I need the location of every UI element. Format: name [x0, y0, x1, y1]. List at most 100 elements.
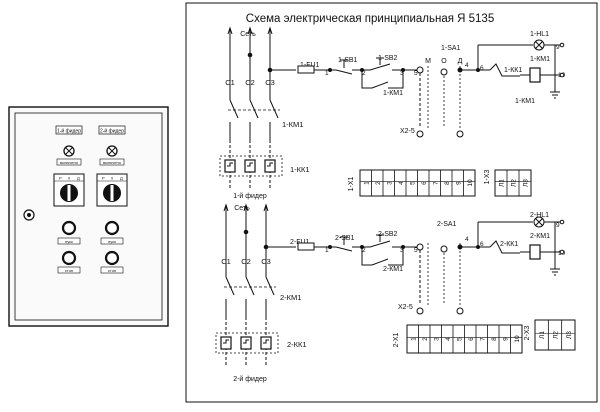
f1-coil-label-2: 1-КМ1	[515, 98, 535, 105]
f1-kk1-contact-label: 1-КК1	[504, 67, 522, 74]
f1-x3-label: 1-Х3	[484, 170, 491, 185]
stop2-label: стоп	[108, 268, 116, 273]
selector2[interactable]: Р 0 Д	[96, 173, 128, 207]
terminal-10	[559, 249, 565, 255]
heater-element	[263, 339, 269, 344]
terminal-10	[559, 72, 565, 78]
selector-bottom-terminal	[456, 307, 464, 315]
f2-x3-terminal-1: Л1	[539, 331, 546, 339]
feeder1-tag: 1-й фидер	[57, 128, 81, 135]
cabinet-panel: 1-й фидер 2-й фидер включено включено Р …	[8, 106, 169, 327]
sel2-mark-right: Д	[120, 176, 123, 181]
terminal-9	[559, 42, 565, 48]
stop2-button[interactable]	[104, 250, 120, 266]
f1-x3-terminal-1: Л1	[499, 179, 506, 187]
f2-hold-label: 2-КМ1	[383, 266, 403, 273]
f2-node-3: 3	[400, 247, 404, 254]
f2-wiring	[215, 203, 565, 367]
f1-sel-mark-d: Д	[458, 58, 463, 65]
sel2-mark-left: Р	[102, 176, 105, 181]
start2-button[interactable]	[104, 220, 120, 236]
f2-selector-label: 2-SA1	[437, 221, 457, 228]
scheme-title: Схема электрическая принципиальная Я 513…	[246, 13, 494, 25]
stop1-button[interactable]	[61, 250, 77, 266]
phase-arrow-icon	[227, 26, 233, 35]
terminal-dot	[328, 68, 332, 72]
selector1[interactable]: Р 0 Д	[53, 173, 85, 207]
f2-terminal-1: 1	[410, 337, 417, 341]
f1-node-3: 3	[400, 70, 404, 77]
terminal-dot	[328, 245, 332, 249]
f2-name: 2-й фидер	[233, 375, 267, 383]
feeder2-tag-plate	[98, 125, 126, 135]
f1-relay-label: 1-КК1	[290, 165, 310, 174]
phase-arrow-icon	[243, 203, 249, 212]
f1-wiring	[219, 26, 565, 190]
f2-x3-strip	[534, 319, 576, 351]
hold-wire	[361, 247, 404, 266]
hold-contact	[371, 258, 389, 266]
terminal-9	[559, 219, 565, 225]
f2-coil-label: 2-КМ1	[530, 233, 550, 240]
contactor-contact	[249, 99, 259, 119]
kk1-contact	[489, 240, 520, 254]
f2-relay-label: 2-КК1	[287, 340, 307, 349]
heater-element	[267, 162, 273, 167]
start2-label: пуск	[108, 239, 116, 244]
selector-center	[440, 245, 448, 253]
phase-arrow-icon	[263, 203, 269, 212]
start1-label: пуск	[65, 239, 73, 244]
f1-terminal-1: 1	[363, 181, 370, 185]
phase-arrow-icon	[267, 26, 273, 35]
lamp1-label: включено	[60, 160, 79, 165]
coil-icon	[529, 244, 541, 260]
f1-network-label: Сеть	[240, 31, 256, 38]
f1-terminal-4: 4	[398, 181, 405, 185]
door-lock[interactable]	[23, 209, 35, 221]
start1-plate	[57, 237, 81, 245]
f1-lamp-label: 1-HL1	[530, 31, 549, 38]
f1-sel-mark-m: М	[425, 58, 431, 65]
lamp2-icon	[106, 145, 118, 157]
f1-contactor-label: 1-КМ1	[282, 120, 303, 129]
f2-x3-label: 2-Х3	[524, 326, 531, 341]
feeder1-tag-plate	[55, 125, 83, 135]
f2-terminal-7: 7	[479, 337, 486, 341]
f1-x1-label: 1-Х1	[348, 177, 355, 192]
cabinet-body	[8, 106, 169, 327]
scheme-frame	[185, 2, 598, 403]
relay-group	[215, 332, 279, 354]
x2-terminal-circle	[416, 130, 424, 138]
sel1-mark-mid: 0	[68, 176, 71, 181]
f2-terminal-4: 4	[445, 337, 452, 341]
f2-sb1-label: 2-SB1	[335, 235, 355, 242]
f2-terminal-5: 5	[456, 337, 463, 341]
f1-coil-label: 1-КМ1	[530, 56, 550, 63]
sel1-mark-left: Р	[59, 176, 62, 181]
start1-button[interactable]	[61, 220, 77, 236]
phase-arrow-icon	[223, 203, 229, 212]
f1-x3-terminal-2: Л2	[511, 179, 518, 187]
f2-x2-label: Х2-5	[398, 304, 413, 311]
coil-icon	[529, 67, 541, 83]
contactor-contact	[265, 276, 275, 296]
sb1-contact	[335, 246, 353, 252]
f1-terminal-7: 7	[432, 181, 439, 185]
f2-network-label: Сеть	[234, 205, 250, 212]
f1-hold-label: 1-КМ1	[383, 90, 403, 97]
lamp-cross	[535, 41, 543, 49]
contactor-contact	[225, 276, 235, 296]
f2-node-5: 5	[414, 247, 418, 254]
heater-element	[243, 339, 249, 344]
sb1-contact	[335, 69, 353, 75]
f1-node-6: 6	[480, 65, 484, 72]
f1-sel-mark-o: О	[441, 58, 447, 65]
stop1-plate	[57, 266, 81, 274]
f1-terminal-5: 5	[409, 181, 416, 185]
f1-terminal-8: 8	[444, 181, 451, 185]
f1-node-1: 1	[325, 70, 329, 77]
f1-name: 1-й фидер	[233, 192, 267, 200]
